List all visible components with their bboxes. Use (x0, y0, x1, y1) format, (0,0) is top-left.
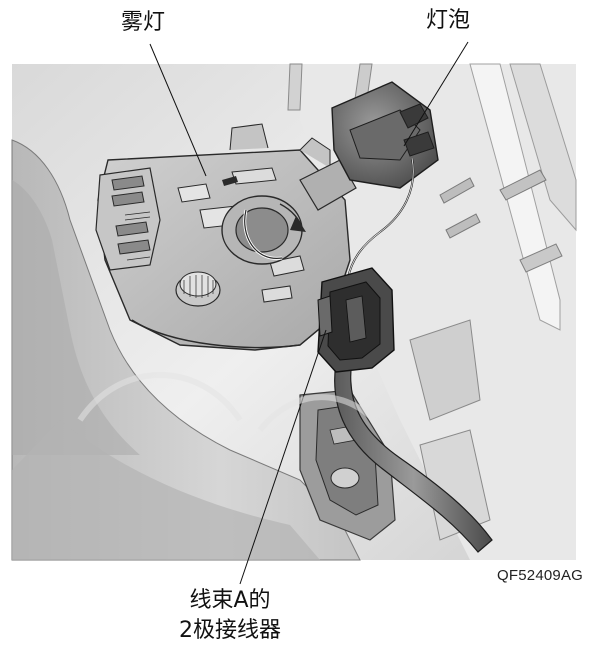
bulb-label: 灯泡 (426, 8, 471, 33)
connector-label: 线束A的 2极接线器 (160, 586, 300, 646)
watermark (77, 372, 393, 442)
fog-lamp-housing (95, 123, 351, 351)
fog-lamp-leader (149, 43, 207, 177)
fog-lamp-label: 雾灯 (121, 10, 166, 35)
bulb-illustration (299, 81, 439, 279)
lower-bracket (299, 389, 396, 541)
harness-connector (317, 267, 493, 553)
connector-leader (239, 329, 327, 585)
connector-label-line2: 2极接线器 (179, 618, 281, 643)
bumper-cover (11, 139, 361, 561)
connector-label-line1: 线束A的 (189, 588, 271, 613)
figure-code: QF52409AG (497, 567, 584, 584)
callout-leaders (149, 41, 469, 585)
bulb-leader (403, 41, 469, 147)
